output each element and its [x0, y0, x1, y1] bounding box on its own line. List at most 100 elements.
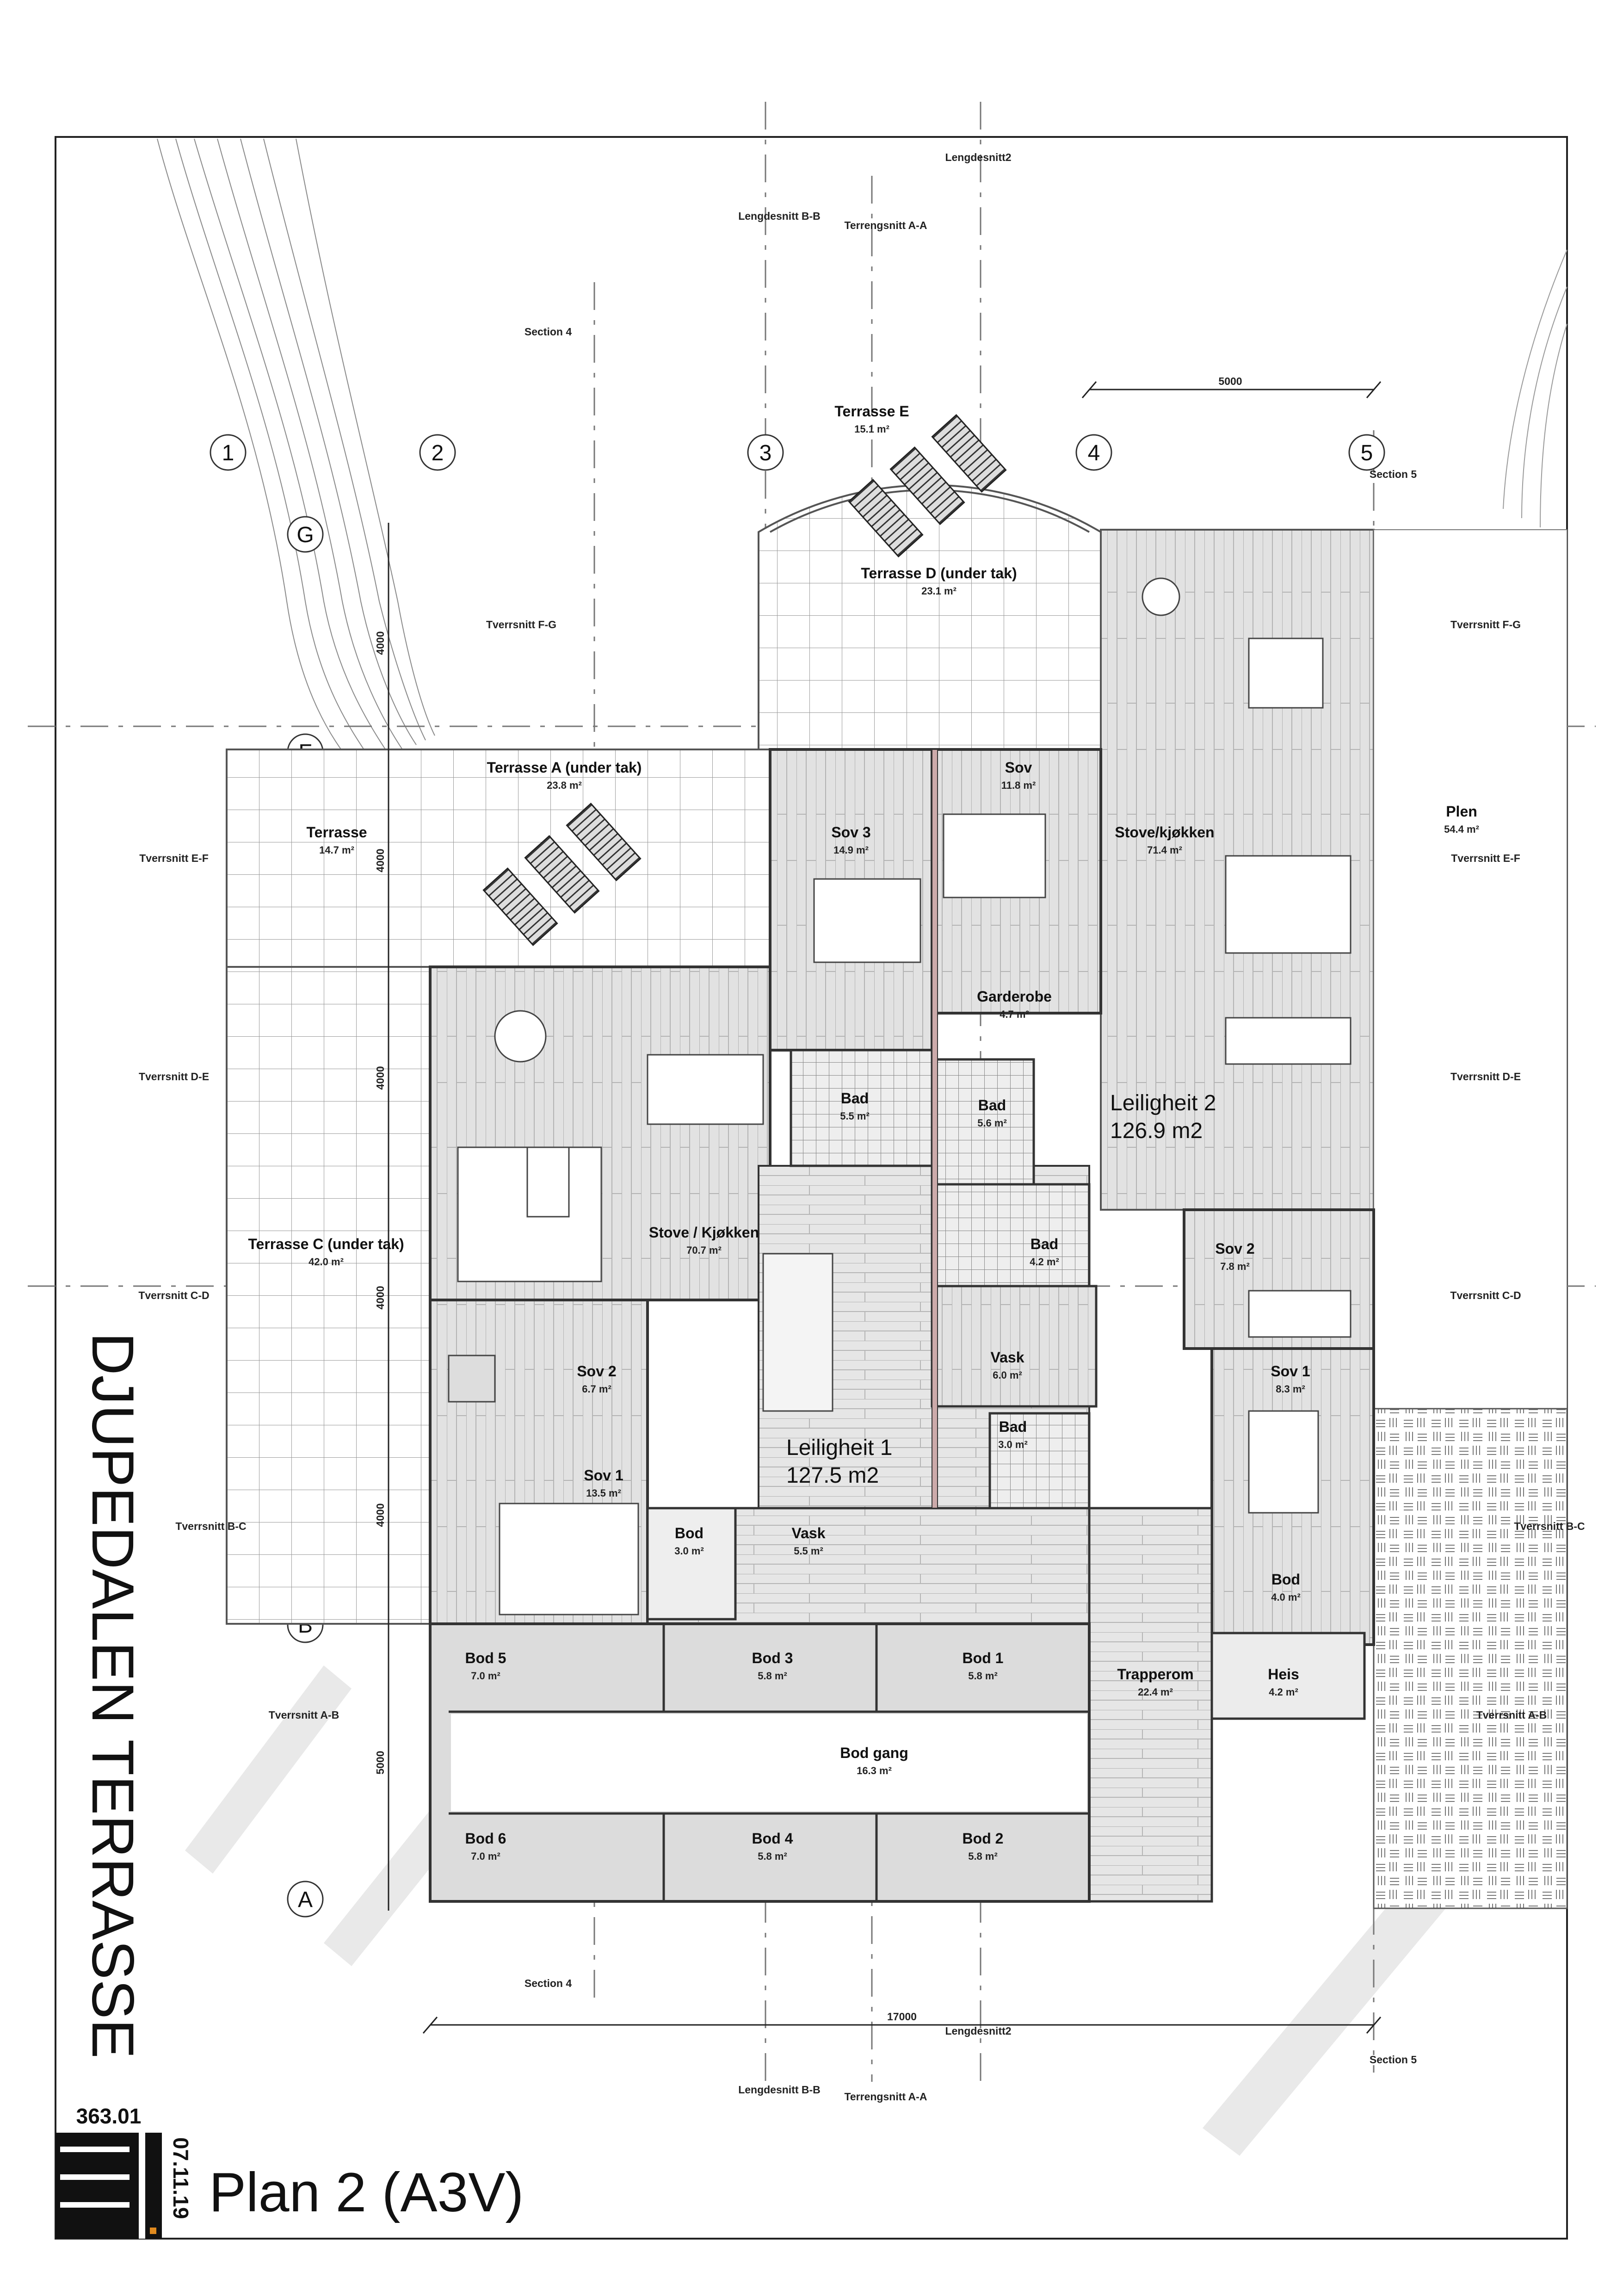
svg-text:Tverrsnitt E-F: Tverrsnitt E-F — [1451, 852, 1520, 864]
stair-floor — [1088, 1507, 1213, 1903]
grid-bubble-1: 1 — [210, 434, 247, 471]
svg-text:A: A — [298, 1888, 313, 1912]
svg-text:4: 4 — [1088, 441, 1100, 465]
terrace-a-slab — [226, 749, 771, 968]
svg-text:Terrasse D (under tak): Terrasse D (under tak) — [861, 565, 1017, 582]
room-sov1-l2: Sov 18.3 m² — [1271, 1363, 1310, 1395]
svg-text:Tverrsnitt E-F: Tverrsnitt E-F — [139, 852, 209, 864]
svg-text:14.7 m²: 14.7 m² — [319, 844, 354, 856]
svg-text:Tverrsnitt B-C: Tverrsnitt B-C — [175, 1520, 246, 1532]
svg-text:Vask: Vask — [991, 1349, 1024, 1366]
room-bod5: Bod 5 7.0 m² — [465, 1650, 506, 1682]
terrain-contours-left — [157, 138, 435, 764]
svg-text:1: 1 — [222, 441, 235, 465]
svg-text:Terrengsnitt A-A: Terrengsnitt A-A — [845, 2091, 927, 2103]
grid-bubble-3: 3 — [747, 434, 784, 471]
svg-text:54.4 m²: 54.4 m² — [1444, 823, 1479, 835]
grid-bubble-A: A — [287, 1881, 324, 1918]
room-terrasse-a: Terrasse A (under tak)23.8 m² — [487, 759, 642, 791]
svg-text:14.9 m²: 14.9 m² — [833, 844, 869, 856]
sun-loungers-terrace-a — [482, 803, 642, 946]
room-sov3: Sov 3 14.9 m² — [831, 824, 870, 856]
bad4-floor — [988, 1412, 1091, 1510]
svg-text:126.9 m2: 126.9 m2 — [1110, 1119, 1203, 1143]
svg-text:Terrasse A (under tak): Terrasse A (under tak) — [487, 759, 642, 776]
svg-text:Bod 2: Bod 2 — [963, 1830, 1004, 1847]
svg-text:Bad: Bad — [841, 1090, 869, 1107]
svg-text:Terrengsnitt A-A: Terrengsnitt A-A — [845, 219, 927, 231]
dim-top: 5000 — [1218, 375, 1242, 387]
room-sov2-l1: Sov 26.7 m² — [577, 1363, 616, 1395]
room-bod2: Bod 25.8 m² — [963, 1830, 1004, 1862]
svg-text:Sov 3: Sov 3 — [831, 824, 870, 841]
sun-loungers-terrace-e — [848, 414, 1007, 557]
grid-bubble-2: 2 — [419, 434, 456, 471]
project-number: 363.01 — [76, 2104, 142, 2128]
terrace-d-e-slab — [758, 484, 1102, 750]
svg-text:Bod: Bod — [675, 1525, 704, 1541]
bad1-floor — [790, 1049, 933, 1167]
svg-text:Bod 1: Bod 1 — [963, 1650, 1004, 1666]
svg-text:Lengdesnitt B-B: Lengdesnitt B-B — [738, 2084, 821, 2096]
svg-text:Bod 3: Bod 3 — [752, 1650, 793, 1666]
svg-text:Bod 5: Bod 5 — [465, 1650, 506, 1666]
svg-text:Tverrsnitt C-D: Tverrsnitt C-D — [1450, 1289, 1521, 1301]
grid-bubble-4: 4 — [1075, 434, 1112, 471]
svg-text:Bod 4: Bod 4 — [752, 1830, 793, 1847]
lawn-area — [1373, 529, 1567, 1409]
svg-text:5.6 m²: 5.6 m² — [977, 1117, 1007, 1129]
svg-text:3.0 m²: 3.0 m² — [998, 1439, 1028, 1450]
svg-text:Bod: Bod — [1271, 1571, 1300, 1588]
svg-text:Sov 2: Sov 2 — [1215, 1240, 1254, 1257]
svg-text:Tverrsnitt C-D: Tverrsnitt C-D — [138, 1289, 209, 1301]
plan-title: Plan 2 (A3V) — [209, 2161, 524, 2223]
title-block: DJUPEDALEN TERRASSE 363.01 07.11.19 Plan… — [56, 1332, 524, 2239]
svg-text:3.0 m²: 3.0 m² — [674, 1545, 704, 1557]
dimension-lines — [388, 381, 1382, 2034]
svg-text:Bod gang: Bod gang — [840, 1745, 908, 1761]
svg-text:16.3 m²: 16.3 m² — [857, 1765, 892, 1776]
svg-text:Lengdesnitt B-B: Lengdesnitt B-B — [738, 210, 821, 222]
svg-text:Sov 1: Sov 1 — [584, 1467, 623, 1484]
svg-text:7.0 m²: 7.0 m² — [471, 1670, 500, 1682]
svg-text:23.1 m²: 23.1 m² — [921, 585, 957, 597]
furniture-unit1 — [448, 1010, 833, 1615]
svg-text:70.7 m²: 70.7 m² — [686, 1244, 722, 1256]
svg-text:G: G — [296, 523, 314, 547]
svg-text:71.4 m²: 71.4 m² — [1147, 844, 1182, 856]
room-vask-1: Vask 6.0 m² — [991, 1349, 1024, 1381]
svg-text:8.3 m²: 8.3 m² — [1276, 1383, 1305, 1395]
dim-bottom: 17000 — [887, 2011, 917, 2023]
grid-bubble-5: 5 — [1348, 434, 1385, 471]
svg-text:42.0 m²: 42.0 m² — [309, 1256, 344, 1268]
svg-text:Section 4: Section 4 — [525, 1977, 572, 1989]
room-bod4: Bod 45.8 m² — [752, 1830, 793, 1862]
svg-text:Garderobe: Garderobe — [977, 988, 1052, 1005]
section-labels: Lengdesnitt2 Lengdesnitt B-B Terrengsnit… — [138, 151, 1585, 2103]
svg-text:4000: 4000 — [374, 1066, 386, 1089]
svg-text:Section 4: Section 4 — [525, 326, 572, 338]
svg-text:6.0 m²: 6.0 m² — [993, 1369, 1022, 1381]
svg-text:7.0 m²: 7.0 m² — [471, 1850, 500, 1862]
svg-text:4000: 4000 — [374, 631, 386, 655]
svg-text:Tverrsnitt A-B: Tverrsnitt A-B — [269, 1709, 339, 1721]
sheet-date: 07.11.19 — [169, 2137, 193, 2219]
svg-text:Tverrsnitt F-G: Tverrsnitt F-G — [486, 619, 556, 631]
unit-labels: Leiligheit 1 127.5 m2 Leiligheit 2 126.9… — [786, 1091, 1216, 1488]
grid-bubble-G: G — [287, 516, 324, 553]
paving-right — [1373, 1408, 1568, 1909]
room-bod1: Bod 15.8 m² — [963, 1650, 1004, 1682]
svg-text:4000: 4000 — [374, 848, 386, 872]
svg-text:Leiligheit 2: Leiligheit 2 — [1110, 1091, 1216, 1115]
dim-vertical-labels: 4000 4000 4000 4000 4000 5000 — [374, 631, 386, 1774]
